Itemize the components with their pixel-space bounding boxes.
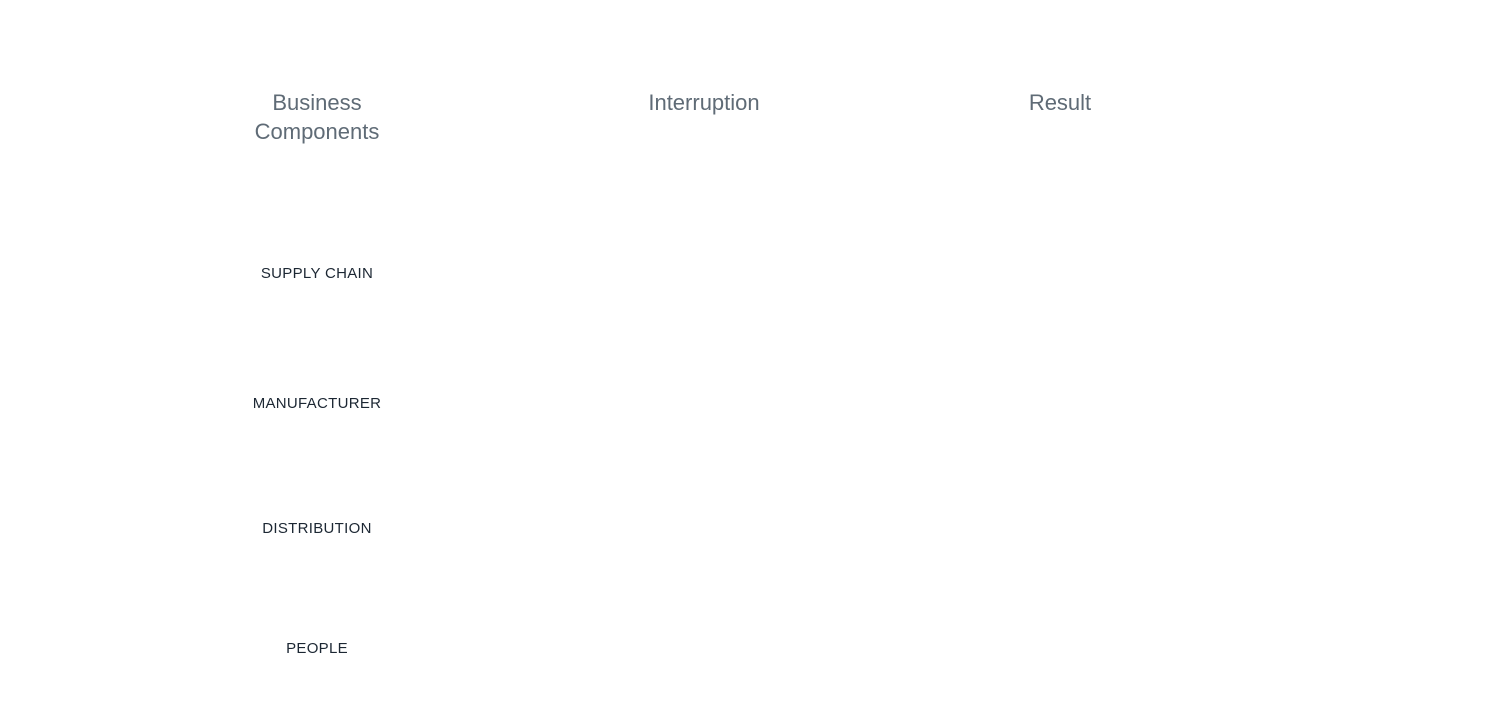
label-supply-chain: SUPPLY CHAIN	[260, 265, 374, 282]
lower-dashed-curve	[911, 435, 1169, 520]
disruption-endpoint	[880, 385, 900, 405]
components-bracket	[371, 175, 417, 690]
interruption-band	[630, 176, 790, 684]
delivery-truck-clock-icon	[274, 459, 349, 513]
label-people: PEOPLE	[286, 640, 348, 657]
heading-business-components: Business Components	[254, 90, 380, 144]
label-manufacturer: MANUFACTURER	[252, 395, 382, 412]
result-chart-frame	[889, 219, 1224, 520]
result-main-curve	[887, 267, 1226, 486]
lightning-bolt-icon	[694, 377, 722, 438]
heading-result: Result	[1028, 90, 1092, 115]
disruption-node	[641, 329, 775, 463]
upper-dashed-curve	[889, 224, 1161, 396]
heading-interruption: Interruption	[648, 90, 760, 115]
thumbs-up-icon	[512, 456, 580, 513]
chain-link-icon	[286, 198, 332, 256]
people-group-icon	[274, 595, 360, 634]
label-distribution: DISTRIBUTION	[262, 520, 372, 537]
success-endpoint	[880, 473, 900, 493]
lower-band-endpoint	[902, 508, 922, 528]
success-node	[485, 421, 613, 549]
down-arrow-icon	[675, 136, 741, 205]
factory-icon	[284, 335, 341, 386]
